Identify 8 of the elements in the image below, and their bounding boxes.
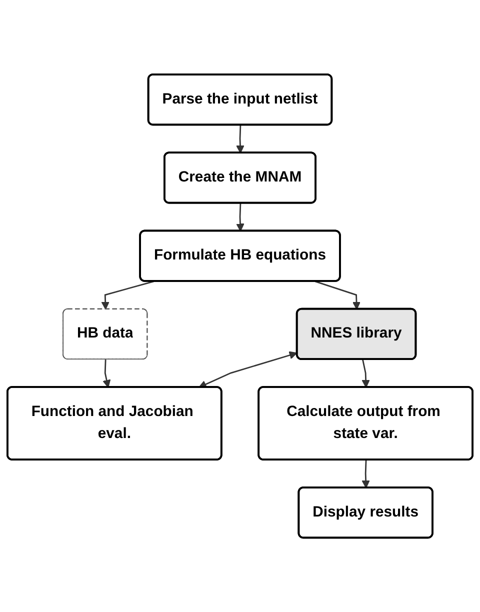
arrow (315, 280, 361, 310)
arrow (102, 359, 111, 388)
arrow (362, 359, 370, 388)
arrow (101, 280, 154, 310)
arrow (236, 125, 244, 154)
arrow (362, 460, 370, 488)
arrow (198, 351, 298, 388)
arrow (236, 203, 244, 232)
